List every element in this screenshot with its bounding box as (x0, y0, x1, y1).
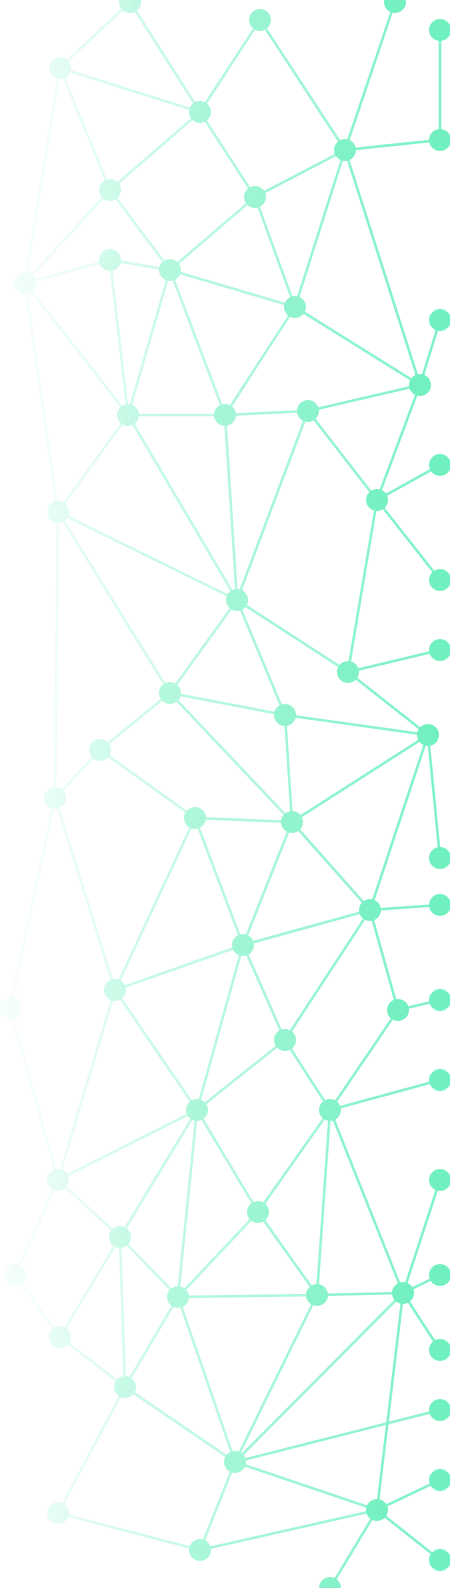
left-fade-overlay (0, 0, 450, 1588)
network-mesh-graphic (0, 0, 450, 1588)
